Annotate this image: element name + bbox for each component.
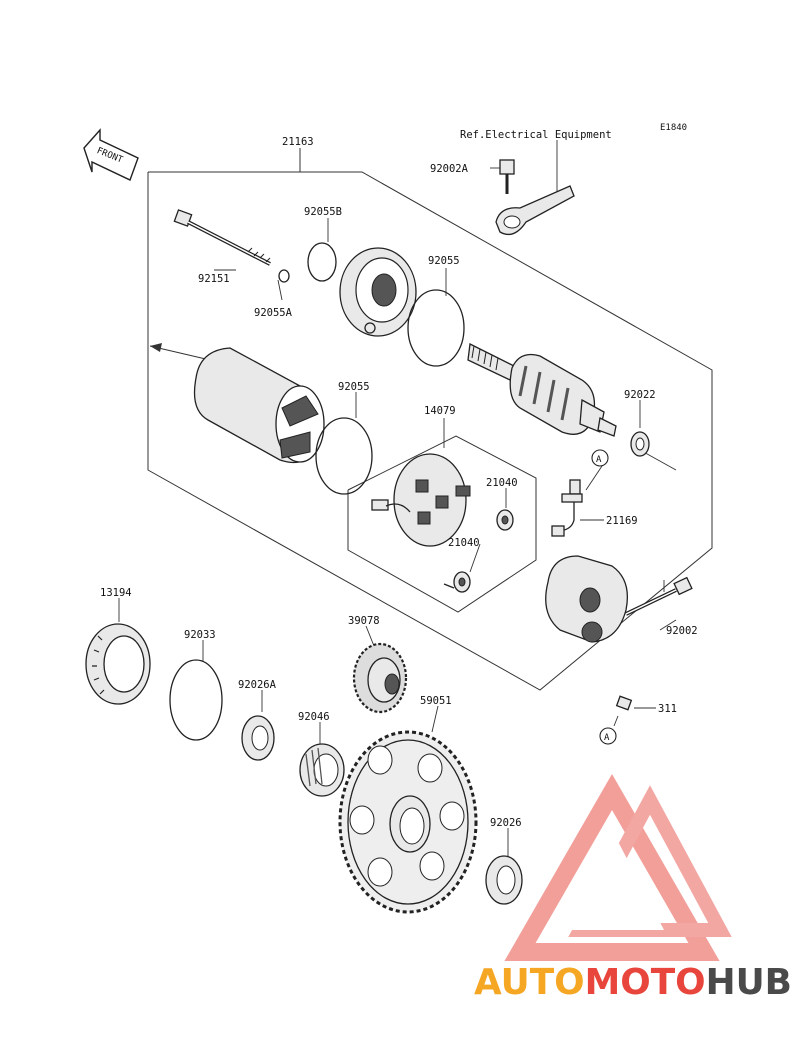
callout-92046: 92046 — [298, 711, 330, 723]
yoke-housing — [193, 347, 325, 464]
callout-13194: 13194 — [100, 587, 132, 599]
o-ring-92055-upper — [407, 289, 465, 367]
front-arrow-icon: FRONT — [83, 128, 139, 181]
brush-holder-14079 — [371, 453, 471, 547]
bolt-92151 — [173, 209, 271, 266]
reference-marker-a-bottom: A — [599, 727, 617, 745]
idle-gear-39078 — [352, 642, 408, 714]
callout-92055-mid: 92055 — [338, 381, 370, 393]
end-cover — [545, 555, 629, 643]
callout-92055A: 92055A — [254, 307, 293, 319]
part-311 — [615, 695, 633, 711]
svg-text:A: A — [596, 455, 602, 465]
spring-21040-a — [496, 509, 514, 531]
callout-21163: 21163 — [282, 136, 314, 148]
o-ring-92055-mid — [315, 417, 373, 495]
terminal-21169 — [551, 479, 583, 537]
svg-text:AUTOMOTOHUB: AUTOMOTOHUB — [474, 962, 792, 1003]
diagram-code: E1840 — [660, 123, 687, 133]
callout-39078: 39078 — [348, 615, 380, 627]
one-way-clutch-13194 — [85, 623, 151, 705]
callout-92022: 92022 — [624, 389, 656, 401]
bolt-92002 — [625, 576, 693, 616]
callout-92026: 92026 — [490, 817, 522, 829]
callout-92151: 92151 — [198, 273, 230, 285]
armature — [467, 343, 617, 437]
callout-311: 311 — [658, 703, 677, 715]
callout-92055B: 92055B — [304, 206, 342, 218]
leader-lines — [118, 140, 677, 858]
ref-electrical-label: Ref.Electrical Equipment — [460, 129, 612, 141]
callout-92002A: 92002A — [430, 163, 469, 175]
callout-59051: 59051 — [420, 695, 452, 707]
spring-21040-b — [443, 571, 471, 593]
callout-92002: 92002 — [666, 625, 698, 637]
assembly-frame — [147, 148, 713, 691]
cable-terminal — [495, 159, 575, 236]
callout-labels: Ref.Electrical Equipment 21163 92002A 92… — [100, 129, 698, 829]
automotohub-logo — [504, 773, 732, 961]
callout-92055-upper: 92055 — [428, 255, 460, 267]
washer-92026 — [485, 855, 523, 905]
front-cover — [339, 247, 417, 337]
callout-92033: 92033 — [184, 629, 216, 641]
o-ring-92055A — [278, 269, 290, 283]
o-ring-92055B — [307, 242, 337, 282]
callout-21169: 21169 — [606, 515, 638, 527]
callout-14079: 14079 — [424, 405, 456, 417]
svg-text:A: A — [604, 733, 610, 743]
callout-21040-b: 21040 — [448, 537, 480, 549]
washer-92026A — [241, 715, 275, 761]
reference-marker-a-top: A — [591, 449, 609, 467]
snap-ring-92033 — [169, 659, 223, 741]
watermark-text: AUTOMOTOHUB — [474, 962, 792, 1003]
gear-59051 — [338, 730, 478, 914]
callout-92026A: 92026A — [238, 679, 277, 691]
bearing-92046 — [299, 743, 345, 797]
callout-21040-a: 21040 — [486, 477, 518, 489]
